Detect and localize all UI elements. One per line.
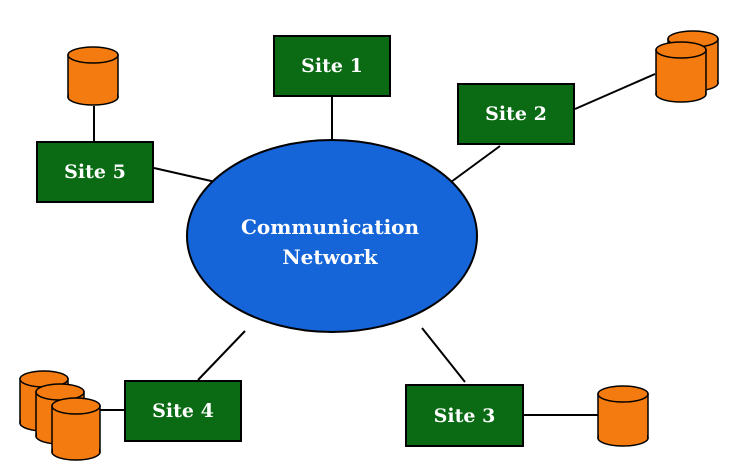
network-label-line2: Network: [282, 245, 378, 269]
link-site2-database: [574, 73, 656, 110]
network-label-line1: Communication: [240, 215, 420, 239]
site-5-label: Site 5: [64, 161, 126, 183]
database-cylinder-icon: [655, 41, 707, 103]
link-site2-network: [450, 145, 501, 183]
link-site4-network: [197, 330, 246, 381]
database-cylinder-icon: [67, 46, 119, 106]
connector-lines: [93, 73, 656, 416]
database-site4: [19, 370, 101, 461]
site-1-box: Site 1: [273, 35, 391, 97]
site-4-box: Site 4: [124, 380, 242, 442]
database-site2: [655, 30, 719, 103]
site-1-label: Site 1: [301, 55, 363, 77]
site-3-label: Site 3: [433, 404, 496, 427]
site-5-box: Site 5: [36, 141, 154, 203]
database-site5: [67, 46, 119, 106]
site-2-label: Site 2: [485, 103, 547, 125]
communication-network-ellipse: [186, 139, 478, 333]
site-2-box: Site 2: [457, 83, 575, 145]
database-cylinder-icon: [597, 385, 649, 447]
database-site3: [597, 385, 649, 447]
link-site5-network: [153, 167, 221, 184]
database-cylinder-icon: [51, 397, 101, 461]
site-4-label: Site 4: [152, 400, 214, 422]
network-label: Communication Network: [205, 212, 455, 272]
link-site3-network: [421, 327, 466, 383]
site-3-box: Site 3: [405, 384, 524, 447]
